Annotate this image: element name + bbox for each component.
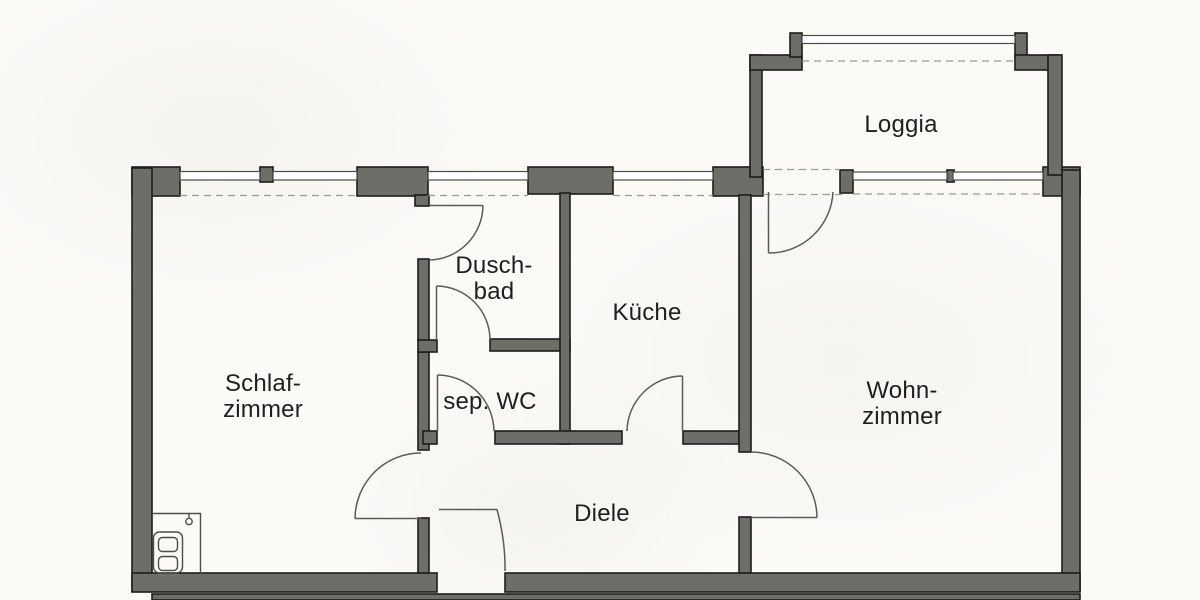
windows [179,170,1044,181]
loggia-walls [749,32,1063,178]
room-label-line: zimmer [223,396,303,423]
window-schlafzimmer-left [179,170,261,181]
window-schlafzimmer-right [272,170,358,181]
door-duschbad-wc [435,285,491,341]
door-schlafzimmer [354,452,422,520]
door-entrance [439,508,506,572]
window-duschbad [427,170,529,181]
exterior-walls [131,166,1081,600]
window-kueche [612,170,714,181]
window-wohnzimmer-right [952,171,1044,181]
room-label-wohnzimmer: Wohn- zimmer [862,378,942,430]
loggia-railing [801,34,1016,45]
plumbing-fixture-icon [152,512,202,574]
room-label-line: bad [473,278,515,305]
door-wohnzimmer [750,451,818,519]
room-label-sep-wc: sep. WC [443,389,536,415]
room-label-line: Schlaf- [224,370,302,397]
interior-walls [417,192,752,574]
room-label-line: zimmer [862,403,942,430]
window-wohnzimmer-left [852,171,948,181]
room-label-diele: Diele [574,501,630,527]
door-sep-wc [436,374,495,432]
dashed-wall-lines [180,60,1043,197]
room-label-line: Küche [612,299,682,326]
room-label-line: Loggia [864,111,938,138]
door-swings [354,191,834,572]
door-kueche [626,375,684,432]
room-label-schlafzimmer: Schlaf- zimmer [223,371,303,423]
room-label-line: sep. WC [443,388,537,415]
room-label-kueche: Küche [612,300,681,326]
door-loggia [767,191,834,254]
door-duschbad [428,204,484,261]
room-label-duschbad: Dusch- bad [455,253,532,305]
room-label-line: Diele [574,500,630,527]
room-label-line: Wohn- [866,377,938,404]
room-label-loggia: Loggia [864,112,937,138]
room-label-line: Dusch- [455,252,533,279]
